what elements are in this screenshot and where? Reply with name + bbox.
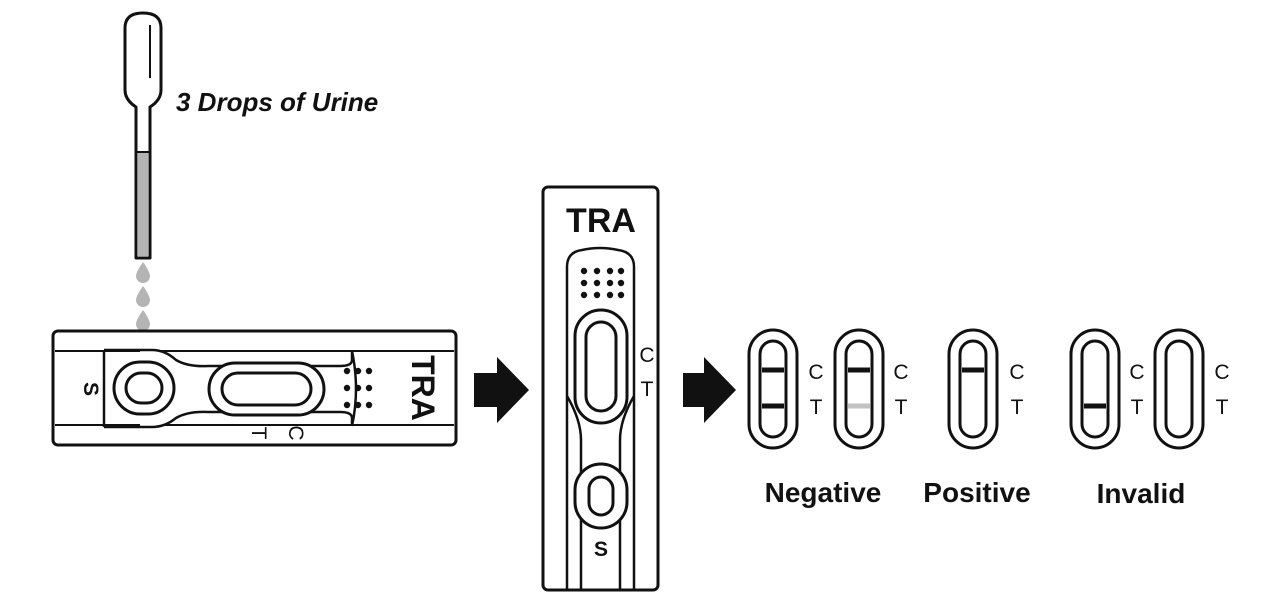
result-window <box>573 308 629 425</box>
result-negative-faint: C T <box>833 328 909 450</box>
result-negative-strong: C T <box>747 328 824 450</box>
control-marker: C <box>1214 361 1229 384</box>
sample-marker: S <box>79 382 102 396</box>
control-marker: C <box>893 361 908 384</box>
sample-well <box>573 462 629 530</box>
test-marker: T <box>1216 396 1229 419</box>
sample-well <box>112 360 176 416</box>
invalid-label: Invalid <box>1097 478 1186 509</box>
control-marker: C <box>1129 361 1144 384</box>
dropper-pipette <box>123 11 163 260</box>
brand-label: TRA <box>566 202 636 240</box>
drop-2 <box>136 286 150 307</box>
result-invalid-test-only: C T <box>1069 328 1145 450</box>
positive-label: Positive <box>923 477 1030 508</box>
control-marker: C <box>808 361 823 384</box>
control-marker: C <box>639 344 654 367</box>
urine-drops <box>136 262 150 331</box>
negative-label: Negative <box>765 477 882 508</box>
test-marker: T <box>641 378 654 401</box>
test-cassette-horizontal: S C T TRA <box>51 329 458 447</box>
result-invalid-no-lines: C T <box>1153 328 1230 450</box>
test-cassette-vertical: TRA C T S <box>541 185 660 592</box>
test-marker: T <box>1131 396 1144 419</box>
test-marker: T <box>247 427 270 440</box>
drop-3 <box>136 310 150 331</box>
test-marker: T <box>895 396 908 419</box>
control-marker: C <box>1009 361 1024 384</box>
drop-1 <box>136 262 150 283</box>
grip-dots <box>580 267 625 299</box>
grip-dots <box>343 367 373 409</box>
test-marker: T <box>810 396 823 419</box>
control-marker: C <box>284 425 307 440</box>
sample-marker: S <box>594 538 608 561</box>
brand-label: TRA <box>405 355 441 421</box>
result-positive: C T <box>947 328 1025 450</box>
result-window <box>207 361 326 417</box>
test-marker: T <box>1011 396 1024 419</box>
arrow-right-icon <box>683 357 736 423</box>
urine-fill <box>138 152 148 256</box>
arrow-right-icon <box>474 357 529 423</box>
instruction-label: 3 Drops of Urine <box>176 87 378 117</box>
